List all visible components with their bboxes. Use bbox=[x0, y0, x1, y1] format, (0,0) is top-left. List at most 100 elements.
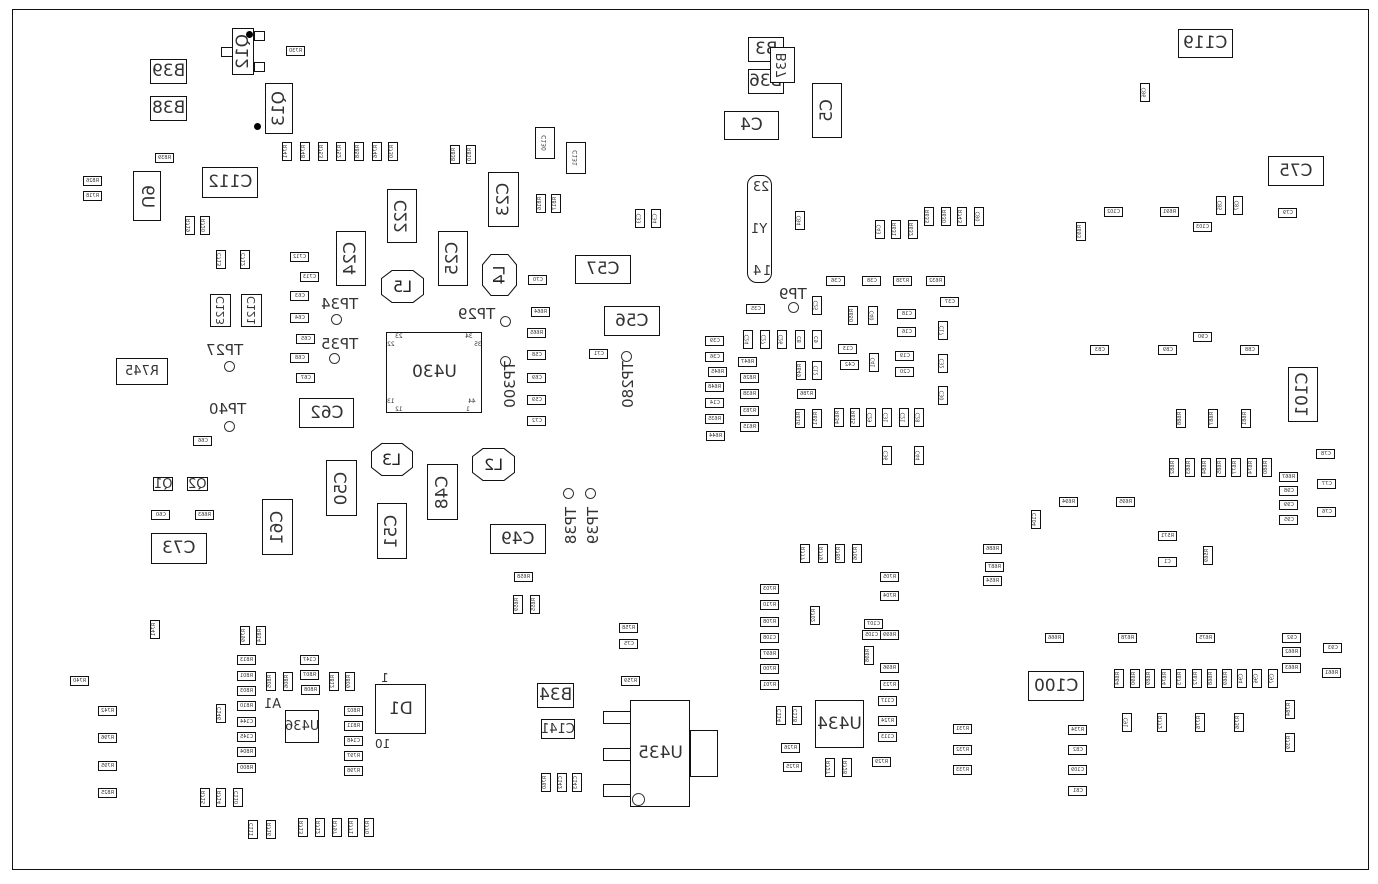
component-c112[interactable]: C112 bbox=[202, 167, 258, 198]
smd-part[interactable]: R753 bbox=[318, 142, 328, 161]
smd-part[interactable]: R741 bbox=[282, 142, 292, 161]
test-point-tp9[interactable] bbox=[788, 302, 799, 313]
smd-part[interactable]: R743 bbox=[957, 207, 967, 226]
smd-part[interactable]: C72 bbox=[527, 416, 546, 426]
smd-part[interactable]: R731 bbox=[953, 724, 972, 734]
smd-part[interactable]: R664 bbox=[1114, 669, 1124, 688]
smd-part[interactable]: R741 bbox=[150, 620, 160, 639]
smd-part[interactable]: C17 bbox=[938, 321, 948, 340]
smd-part[interactable]: R633 bbox=[924, 207, 934, 226]
smd-part[interactable]: R797 bbox=[332, 818, 342, 837]
smd-part[interactable]: C96 bbox=[1252, 669, 1262, 688]
smd-part[interactable]: C39 bbox=[705, 336, 724, 346]
smd-part[interactable]: R748 bbox=[300, 142, 310, 161]
inductor-l2[interactable]: L2 bbox=[472, 448, 515, 481]
smd-part[interactable]: C59 bbox=[527, 395, 546, 405]
smd-part[interactable]: C93 bbox=[1323, 643, 1342, 653]
smd-part[interactable]: C31 bbox=[882, 408, 892, 427]
ic-u430[interactable]: U430 bbox=[386, 332, 482, 413]
smd-part[interactable]: R708 bbox=[760, 617, 779, 627]
smd-part[interactable]: C29 bbox=[866, 408, 876, 427]
component-c62[interactable]: C62 bbox=[299, 398, 354, 428]
smd-part[interactable]: R669 bbox=[1222, 669, 1232, 688]
smd-part[interactable]: R694 bbox=[1059, 497, 1078, 507]
smd-part[interactable]: C9 bbox=[812, 330, 822, 349]
smd-part[interactable]: R700 bbox=[760, 664, 779, 674]
smd-part[interactable]: R810 bbox=[466, 145, 476, 164]
smd-part[interactable]: C109 bbox=[1068, 765, 1087, 775]
smd-part[interactable]: C28 bbox=[914, 408, 924, 427]
smd-part[interactable]: R715 bbox=[200, 788, 210, 807]
smd-part[interactable]: R644 bbox=[706, 431, 725, 441]
smd-part[interactable]: R799 bbox=[240, 626, 250, 645]
smd-part[interactable]: R816 bbox=[536, 194, 546, 213]
smd-part[interactable]: C148 bbox=[344, 736, 363, 746]
smd-part[interactable]: R680 bbox=[1262, 458, 1272, 477]
smd-part[interactable]: R667 bbox=[1279, 472, 1298, 482]
smd-part[interactable]: R726 bbox=[781, 743, 800, 753]
smd-part[interactable]: C92 bbox=[1282, 633, 1301, 643]
component-c25[interactable]: C25 bbox=[438, 231, 468, 286]
smd-part[interactable]: R616 bbox=[795, 409, 805, 428]
smd-part[interactable]: R666 bbox=[1045, 633, 1064, 643]
component-q13[interactable]: Q13 bbox=[265, 83, 293, 134]
component-c56[interactable]: C56 bbox=[604, 306, 660, 336]
smd-part[interactable]: R714 bbox=[216, 788, 226, 807]
component-c141[interactable]: C141 bbox=[541, 719, 575, 739]
smd-part[interactable]: R797 bbox=[344, 751, 363, 761]
smd-part[interactable]: C25 bbox=[812, 296, 822, 315]
smd-part[interactable]: R688 bbox=[1176, 409, 1186, 428]
smd-part[interactable]: R779 bbox=[818, 544, 828, 563]
test-point-tp300[interactable] bbox=[500, 356, 511, 367]
smd-part[interactable]: R687 bbox=[985, 562, 1004, 572]
smd-part[interactable]: R786 bbox=[797, 389, 816, 399]
test-point-tp34[interactable] bbox=[331, 314, 342, 325]
smd-part[interactable]: R809 bbox=[345, 672, 355, 691]
smd-part[interactable]: R655 bbox=[530, 595, 540, 614]
diode-d1[interactable]: D1 bbox=[375, 684, 426, 734]
smd-part[interactable]: R632 bbox=[926, 276, 945, 286]
smd-part[interactable]: R703 bbox=[760, 584, 779, 594]
smd-part[interactable]: C146 bbox=[216, 704, 226, 723]
smd-part[interactable]: R647 bbox=[738, 357, 757, 367]
smd-part[interactable]: R691 bbox=[1160, 207, 1179, 217]
component-c51[interactable]: C51 bbox=[377, 503, 407, 559]
smd-part[interactable]: C63 bbox=[290, 291, 309, 301]
smd-part[interactable]: R720 bbox=[200, 216, 210, 235]
smd-part[interactable]: C103 bbox=[1193, 222, 1212, 232]
smd-part[interactable]: C105 bbox=[862, 630, 881, 640]
smd-part[interactable]: C85 bbox=[1216, 196, 1226, 215]
smd-part[interactable]: R684 bbox=[1201, 458, 1211, 477]
smd-part[interactable]: C21 bbox=[899, 408, 909, 427]
smd-part[interactable]: R808 bbox=[301, 685, 320, 695]
smd-part[interactable]: R740 bbox=[70, 676, 89, 686]
smd-part[interactable]: C36 bbox=[882, 446, 892, 465]
smd-part[interactable]: C24 bbox=[743, 330, 753, 349]
smd-part[interactable]: R723 bbox=[880, 680, 899, 690]
component-q1[interactable]: Q1 bbox=[153, 477, 173, 492]
component-c100[interactable]: C100 bbox=[1028, 671, 1084, 701]
smd-part[interactable]: C114 bbox=[776, 706, 786, 725]
component-b37[interactable]: B37 bbox=[770, 47, 795, 83]
smd-part[interactable]: C67 bbox=[296, 373, 315, 383]
smd-part[interactable]: C20 bbox=[895, 367, 914, 377]
smd-part[interactable]: R804 bbox=[237, 747, 256, 757]
smd-part[interactable]: C84 bbox=[795, 211, 805, 230]
component-c131[interactable]: C131 bbox=[566, 142, 586, 174]
smd-part[interactable]: C44 bbox=[914, 446, 924, 465]
smd-part[interactable]: C12 bbox=[812, 361, 822, 380]
smd-part[interactable]: R701 bbox=[760, 680, 779, 690]
smd-part[interactable]: C99 bbox=[1279, 500, 1298, 510]
ic-u436[interactable]: U436 bbox=[285, 710, 319, 743]
smd-part[interactable]: R649 bbox=[796, 361, 806, 380]
smd-part[interactable]: C144 bbox=[237, 717, 256, 727]
smd-part[interactable]: C97 bbox=[1268, 669, 1278, 688]
smd-part[interactable]: C8 bbox=[795, 330, 805, 349]
smd-part[interactable]: R685 bbox=[1216, 458, 1226, 477]
smd-part[interactable]: C66 bbox=[193, 436, 212, 446]
smd-part[interactable]: C40 bbox=[868, 306, 878, 325]
smd-part[interactable]: C34 bbox=[651, 209, 661, 228]
smd-part[interactable]: R826 bbox=[740, 373, 759, 383]
smd-part[interactable]: R732 bbox=[953, 745, 972, 755]
smd-part[interactable]: C87 bbox=[1233, 196, 1243, 215]
